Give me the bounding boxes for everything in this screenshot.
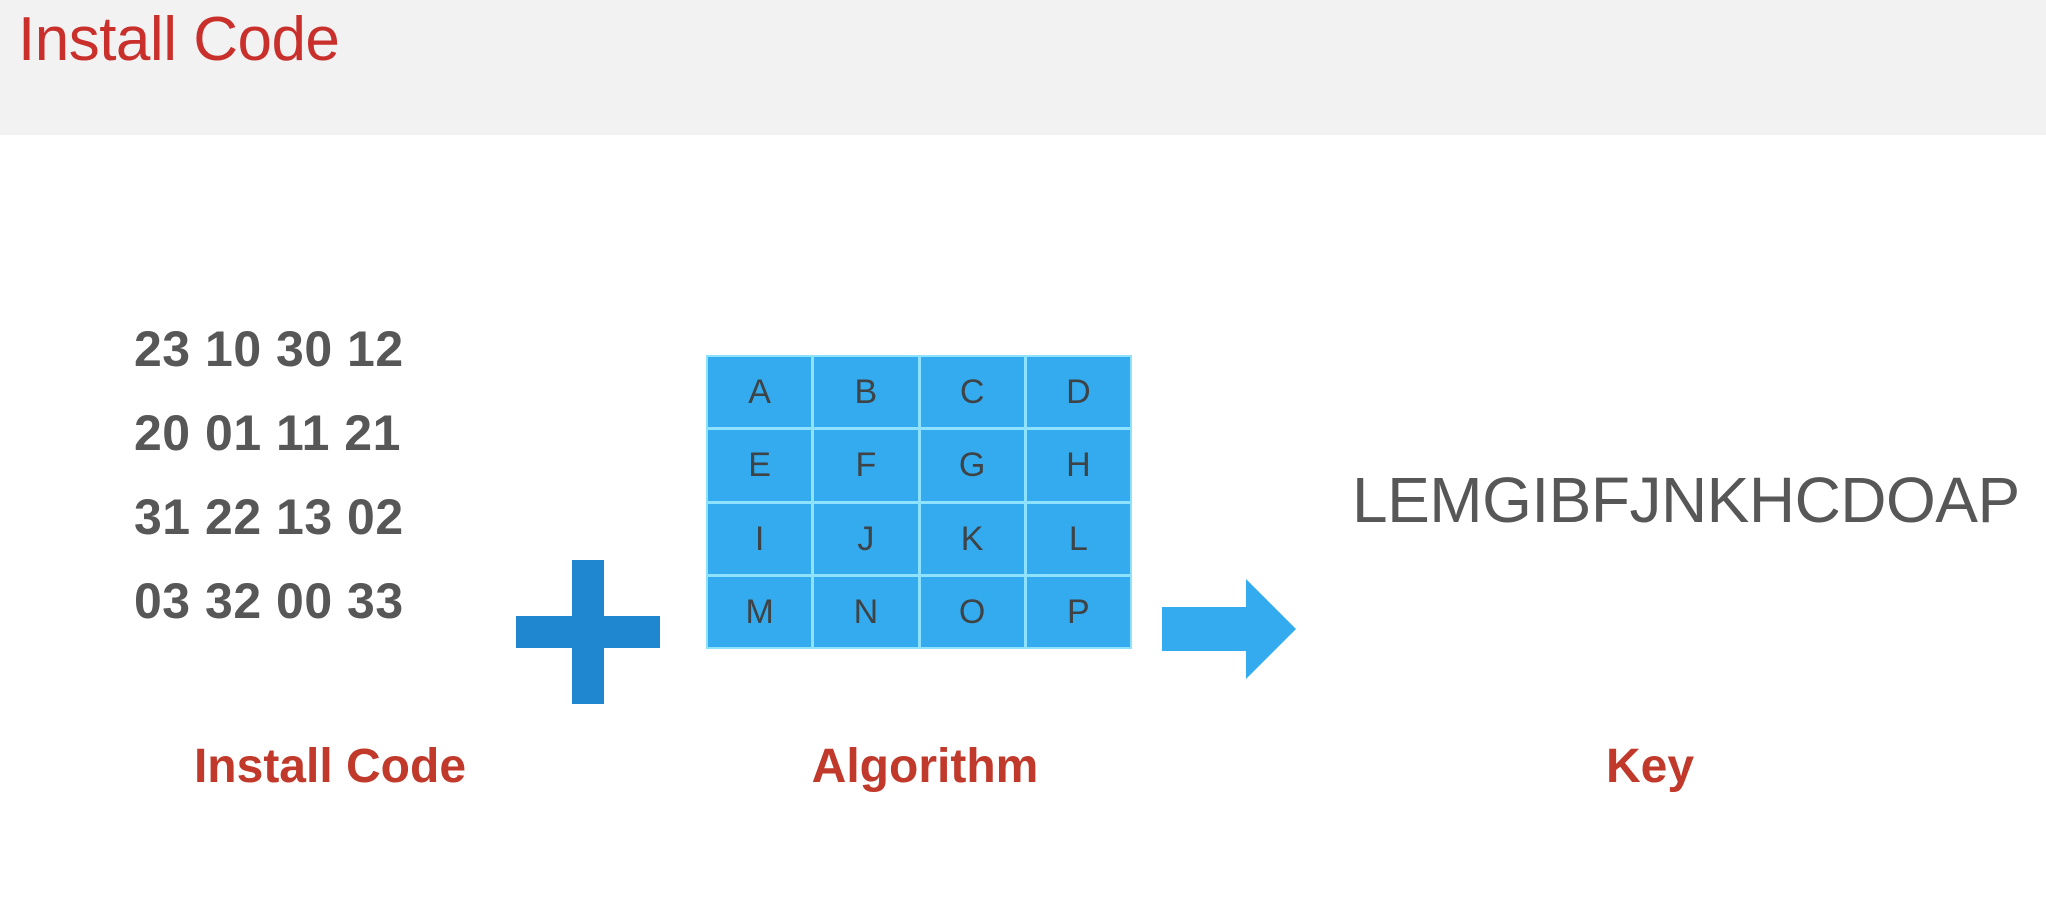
key-value: LEMGIBFJNKHCDOAP xyxy=(1352,464,2020,536)
install-code-row: 20 01 11 21 xyxy=(134,405,401,461)
algorithm-cell: I xyxy=(708,503,812,574)
algorithm-cell: F xyxy=(814,430,918,501)
algorithm-cell: G xyxy=(920,430,1024,501)
algorithm-cell: B xyxy=(814,357,918,428)
page-title: Install Code xyxy=(18,5,340,74)
algorithm-cell: E xyxy=(708,430,812,501)
caption-algorithm: Algorithm xyxy=(811,740,1039,793)
install-code-row: 31 22 13 02 xyxy=(134,489,404,545)
install-code-row: 03 32 00 33 xyxy=(134,573,404,629)
right-arrow-icon xyxy=(1162,577,1296,681)
caption-key: Key xyxy=(1605,740,1695,793)
algorithm-cell: P xyxy=(1026,576,1130,647)
header-band: Install Code xyxy=(0,0,2046,135)
algorithm-cell: N xyxy=(814,576,918,647)
slide-body: 23 10 30 12 20 01 11 21 31 22 13 02 03 3… xyxy=(0,135,2046,907)
algorithm-cell: M xyxy=(708,576,812,647)
algorithm-cell: J xyxy=(814,503,918,574)
algorithm-cell: O xyxy=(920,576,1024,647)
algorithm-cell: K xyxy=(920,503,1024,574)
algorithm-cell: D xyxy=(1026,357,1130,428)
algorithm-cell: A xyxy=(708,357,812,428)
install-code-block: 23 10 30 12 20 01 11 21 31 22 13 02 03 3… xyxy=(134,307,484,643)
caption-install-code: Install Code xyxy=(193,740,467,793)
plus-icon xyxy=(516,560,660,704)
algorithm-grid: A B C D E F G H I J K L M N O P xyxy=(706,355,1132,649)
plus-icon-horizontal-bar xyxy=(516,616,660,648)
install-code-row: 23 10 30 12 xyxy=(134,321,404,377)
algorithm-cell: C xyxy=(920,357,1024,428)
algorithm-cell: H xyxy=(1026,430,1130,501)
algorithm-cell: L xyxy=(1026,503,1130,574)
